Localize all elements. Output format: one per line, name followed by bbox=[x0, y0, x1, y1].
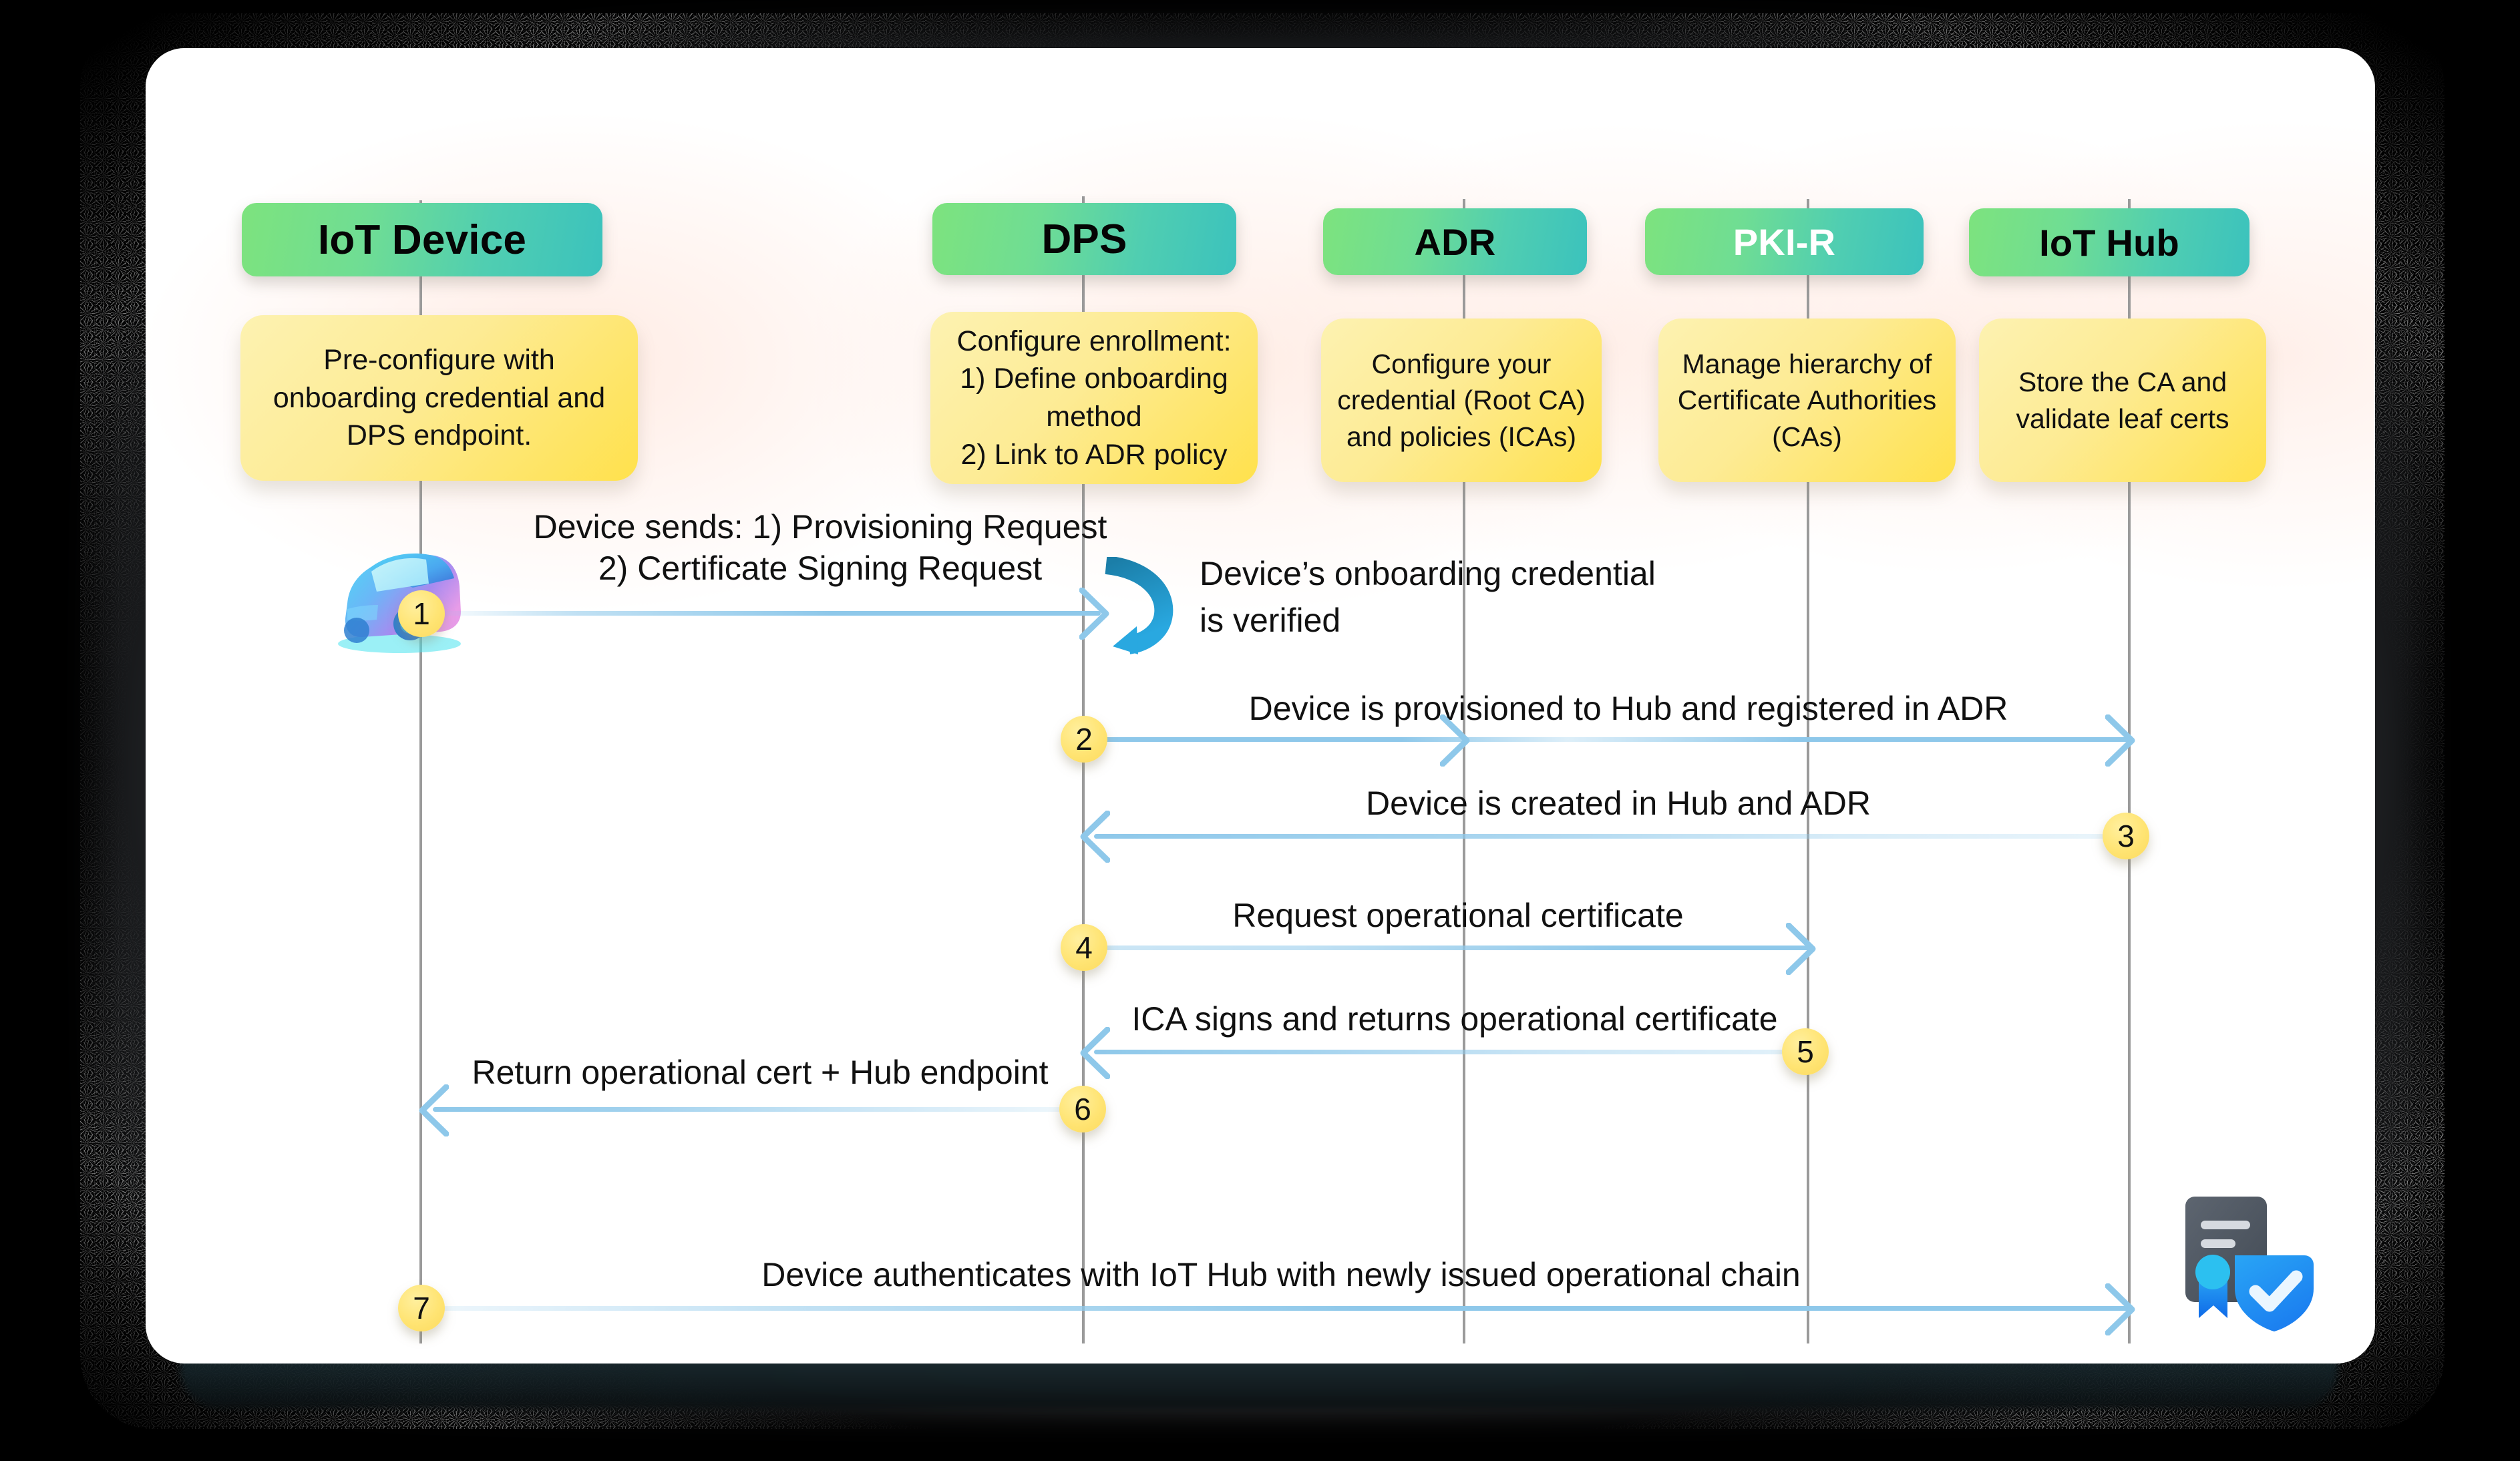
step-badge-4[interactable]: 4 bbox=[1061, 924, 1107, 971]
message-1-text-a: Device sends: 1) Provisioning Request bbox=[533, 508, 1107, 546]
note-iot-hub: Store the CA and validate leaf certs bbox=[1979, 319, 2266, 482]
step-badge-1-number: 1 bbox=[413, 596, 430, 631]
message-arrowhead-1 bbox=[1079, 588, 1109, 640]
step-badge-7-number: 7 bbox=[413, 1291, 430, 1325]
message-4-text: Request operational certificate bbox=[1232, 897, 1684, 934]
note-pki-r: Manage hierarchy of Certificate Authorit… bbox=[1658, 319, 1956, 482]
message-1-text-b: 2) Certificate Signing Request bbox=[598, 550, 1043, 587]
message-label-7: Device authenticates with IoT Hub with n… bbox=[433, 1255, 2129, 1294]
actor-header-adr[interactable]: ADR bbox=[1323, 208, 1587, 275]
message-arrowhead-2-adr bbox=[1440, 714, 1470, 767]
message-label-2: Device is provisioned to Hub and registe… bbox=[1107, 689, 2149, 728]
message-arrow-2 bbox=[1089, 737, 2131, 742]
message-arrowhead-5 bbox=[1080, 1027, 1110, 1079]
step-badge-7[interactable]: 7 bbox=[398, 1285, 445, 1331]
message-label-self-line2: is verified bbox=[1200, 601, 2001, 640]
message-self-text-b: is verified bbox=[1200, 602, 1341, 639]
diagram-card: IoT Device DPS ADR PKI-R IoT Hub Pre-con… bbox=[146, 48, 2375, 1364]
message-6-text: Return operational cert + Hub endpoint bbox=[472, 1054, 1049, 1091]
step-badge-2[interactable]: 2 bbox=[1061, 716, 1107, 763]
actor-label-iot-device: IoT Device bbox=[317, 216, 527, 263]
actor-header-pki-r[interactable]: PKI-R bbox=[1645, 208, 1924, 275]
message-label-self-line1: Device’s onboarding credential bbox=[1200, 554, 2001, 593]
step-badge-4-number: 4 bbox=[1075, 930, 1093, 965]
actor-label-dps: DPS bbox=[1041, 216, 1127, 262]
message-label-5: ICA signs and returns operational certif… bbox=[1101, 1000, 1809, 1038]
step-badge-5[interactable]: 5 bbox=[1782, 1028, 1829, 1075]
lifeline-adr bbox=[1463, 199, 1465, 1343]
certificate-shield-icon bbox=[2164, 1170, 2331, 1333]
note-text-adr: Configure your credential (Root CA) and … bbox=[1337, 349, 1586, 452]
message-arrow-4 bbox=[1089, 946, 1809, 950]
message-label-6: Return operational cert + Hub endpoint bbox=[426, 1053, 1094, 1092]
note-text-iot-hub: Store the CA and validate leaf certs bbox=[2016, 367, 2229, 434]
step-badge-2-number: 2 bbox=[1075, 722, 1093, 757]
actor-label-iot-hub: IoT Hub bbox=[2039, 221, 2179, 264]
note-text-iot-device: Pre-configure with onboarding credential… bbox=[273, 343, 606, 452]
message-label-3: Device is created in Hub and ADR bbox=[1107, 784, 2129, 823]
message-3-text: Device is created in Hub and ADR bbox=[1366, 785, 1871, 822]
step-badge-3[interactable]: 3 bbox=[2103, 813, 2149, 859]
note-iot-device: Pre-configure with onboarding credential… bbox=[240, 315, 638, 481]
step-badge-5-number: 5 bbox=[1797, 1034, 1814, 1069]
message-7-text: Device authenticates with IoT Hub with n… bbox=[761, 1256, 1801, 1293]
step-badge-3-number: 3 bbox=[2117, 819, 2135, 853]
actor-label-pki-r: PKI-R bbox=[1733, 220, 1836, 263]
message-label-4: Request operational certificate bbox=[1107, 896, 1809, 935]
message-arrowhead-2-hub bbox=[2105, 714, 2135, 767]
actor-label-adr: ADR bbox=[1414, 220, 1496, 263]
actor-header-iot-hub[interactable]: IoT Hub bbox=[1969, 208, 2249, 276]
message-2-text: Device is provisioned to Hub and registe… bbox=[1248, 690, 2008, 727]
lifeline-iot-hub bbox=[2128, 199, 2131, 1343]
message-arrow-6 bbox=[433, 1107, 1087, 1112]
note-text-pki-r: Manage hierarchy of Certificate Authorit… bbox=[1677, 349, 1937, 452]
message-arrowhead-3 bbox=[1080, 811, 1110, 863]
lifeline-dps bbox=[1082, 196, 1085, 1343]
message-arrowhead-6 bbox=[419, 1084, 449, 1136]
message-arrowhead-7 bbox=[2105, 1283, 2135, 1335]
message-arrow-3 bbox=[1094, 834, 2129, 839]
note-dps: Configure enrollment: 1) Define onboardi… bbox=[930, 312, 1258, 484]
lifeline-iot-device bbox=[419, 200, 422, 1343]
car-icon bbox=[327, 530, 468, 657]
message-label-1-line2: 2) Certificate Signing Request bbox=[453, 549, 1188, 588]
step-badge-6-number: 6 bbox=[1074, 1092, 1091, 1126]
message-arrow-5 bbox=[1094, 1050, 1809, 1054]
message-arrow-7 bbox=[426, 1306, 2131, 1311]
loop-arrow-icon bbox=[1097, 556, 1177, 660]
message-5-text: ICA signs and returns operational certif… bbox=[1131, 1000, 1778, 1038]
message-self-text-a: Device’s onboarding credential bbox=[1200, 555, 1656, 592]
message-arrow-1 bbox=[426, 611, 1101, 616]
actor-header-dps[interactable]: DPS bbox=[932, 203, 1236, 275]
message-label-1-line1: Device sends: 1) Provisioning Request bbox=[453, 507, 1188, 546]
message-arrowhead-4 bbox=[1786, 923, 1816, 975]
actor-header-iot-device[interactable]: IoT Device bbox=[242, 203, 602, 276]
lifeline-pki-r bbox=[1807, 199, 1809, 1343]
note-adr: Configure your credential (Root CA) and … bbox=[1321, 319, 1602, 482]
note-text-dps: Configure enrollment: 1) Define onboardi… bbox=[956, 325, 1232, 471]
step-badge-6[interactable]: 6 bbox=[1059, 1086, 1106, 1132]
step-badge-1[interactable]: 1 bbox=[398, 590, 445, 637]
